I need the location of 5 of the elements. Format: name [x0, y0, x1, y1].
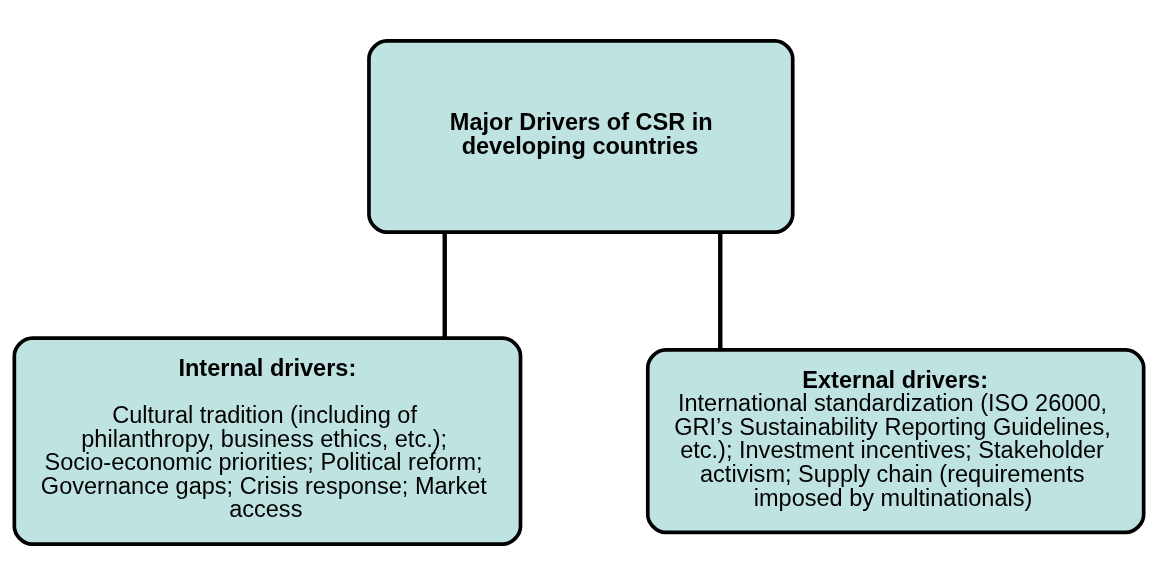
connector — [442, 232, 447, 338]
connector — [718, 232, 723, 350]
node-box: Internal drivers: Cultural tradition (including of philanthropy, business ethics, etc.); Socio-economic priorities; Political reform; Governance gaps; Crisis response; Market access — [12, 336, 523, 546]
node-box: Major Drivers of CSR in developing countries — [367, 39, 795, 234]
node-box: External drivers: International standardization (ISO 26000, GRI’s Sustainability Reporting Guidelines, etc.); Investment incentives; Stakeholder activism; Supply chain (requirements imposed by multinationals) — [645, 348, 1146, 535]
